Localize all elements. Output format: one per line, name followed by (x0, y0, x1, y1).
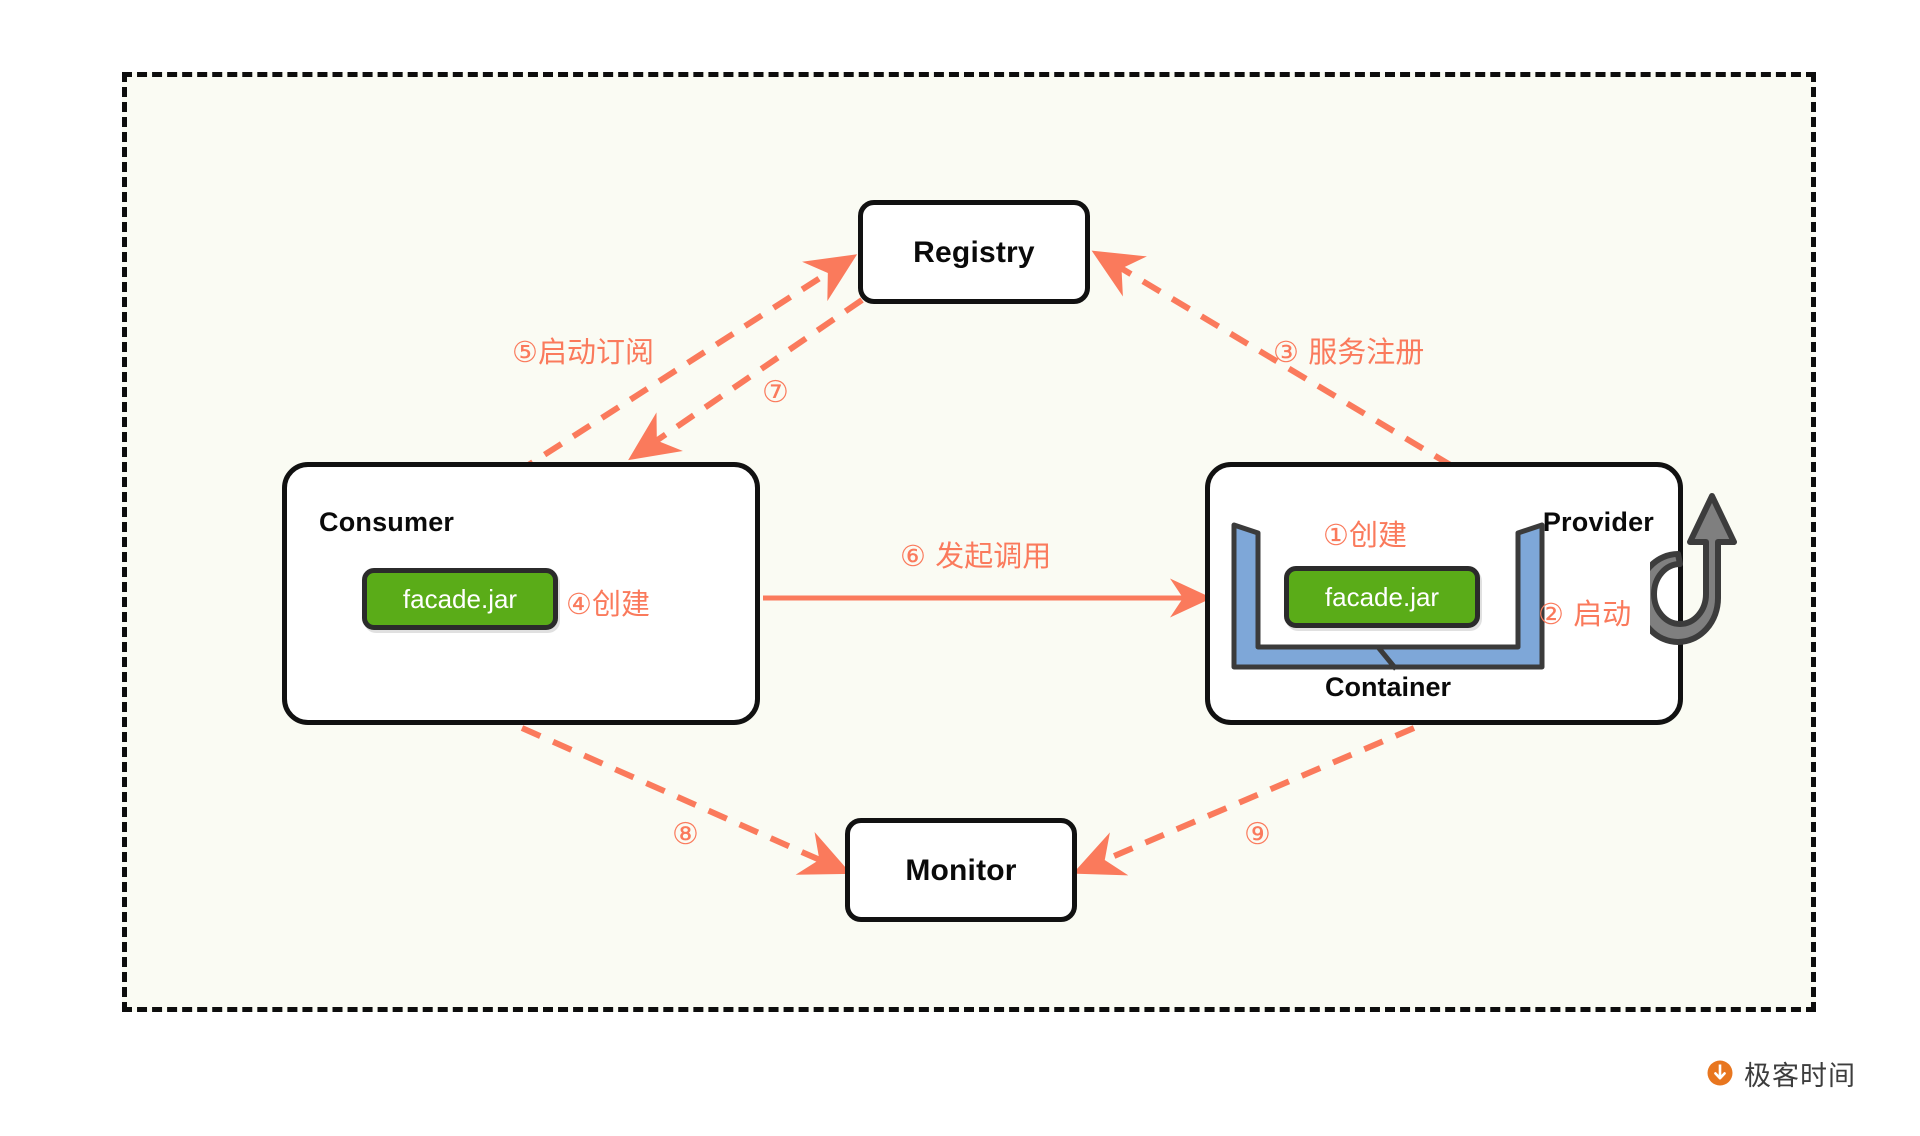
container-bracket-icon (1231, 522, 1545, 671)
watermark: 极客时间 (1705, 1054, 1856, 1093)
step-label-3: ③ 服务注册 (1273, 335, 1425, 369)
step-label-8: ⑧ (672, 817, 699, 852)
container-label: Container (1324, 672, 1451, 702)
node-registry[interactable]: Registry (858, 200, 1090, 304)
geekbang-logo-icon (1707, 1060, 1733, 1085)
provider-facade-jar[interactable]: facade.jar (1284, 566, 1480, 628)
monitor-label: Monitor (905, 854, 1017, 887)
step-label-7: ⑦ (762, 375, 789, 410)
watermark-text: 极客时间 (1744, 1061, 1856, 1092)
step-label-9: ⑨ (1244, 817, 1271, 852)
consumer-facade-jar[interactable]: facade.jar (362, 568, 558, 630)
node-monitor[interactable]: Monitor (845, 818, 1077, 922)
consumer-label: Consumer (319, 507, 455, 537)
step-label-5: ⑤启动订阅 (512, 335, 654, 369)
step-label-4: ④创建 (566, 587, 650, 621)
registry-label: Registry (913, 236, 1035, 269)
step-label-2: ② 启动 (1538, 597, 1632, 631)
step-label-6: ⑥ 发起调用 (900, 539, 1052, 573)
provider-label: Provider (1542, 507, 1654, 537)
step-label-1: ①创建 (1323, 518, 1407, 552)
restart-arrow-icon (1650, 493, 1737, 645)
